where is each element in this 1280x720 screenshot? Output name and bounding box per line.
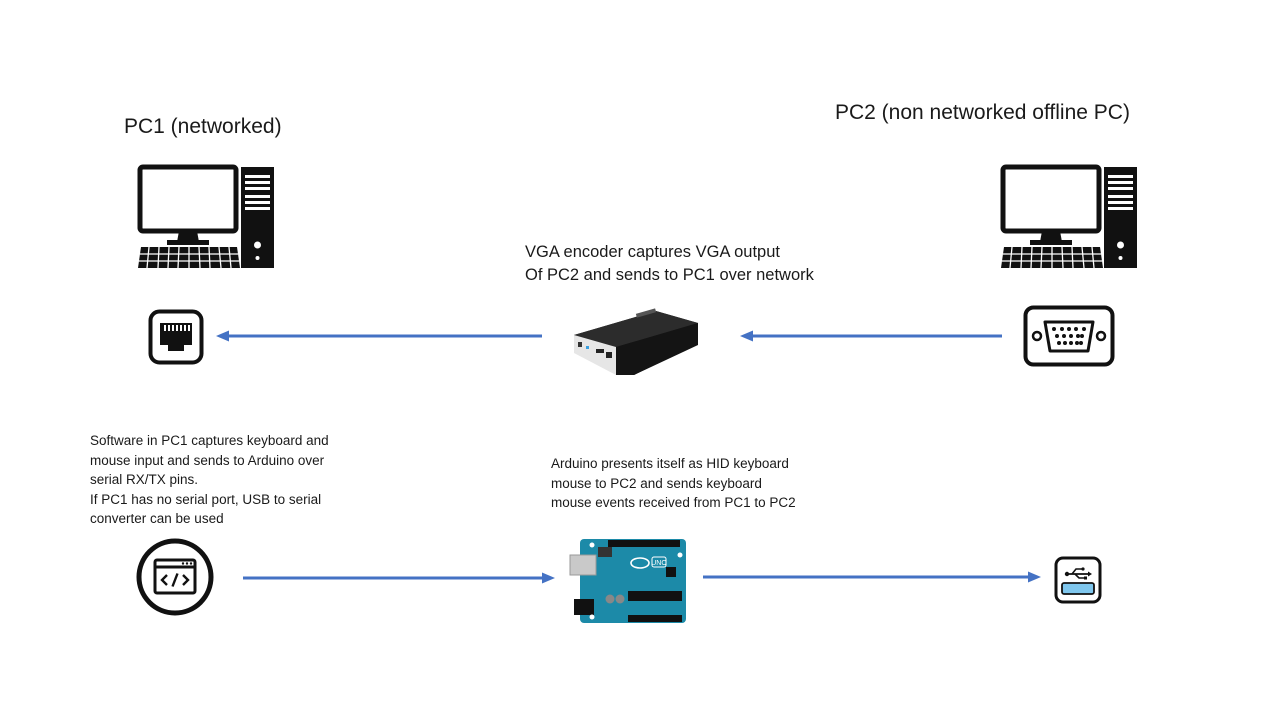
pc1-software-caption-line: converter can be used [90, 511, 224, 526]
pc1-software-caption: Software in PC1 captures keyboard and mo… [90, 431, 329, 529]
ethernet-port-icon [148, 309, 204, 365]
arduino-caption-line: Arduino presents itself as HID keyboard [551, 456, 789, 471]
arduino-caption: Arduino presents itself as HID keyboard … [551, 454, 796, 513]
code-window-icon [136, 538, 214, 616]
pc1-title: PC1 (networked) [124, 115, 282, 138]
arduino-caption-line: mouse to PC2 and sends keyboard [551, 475, 762, 491]
pc1-software-caption-line: If PC1 has no serial port, USB to serial [90, 491, 322, 507]
usb-keyboard-icon [1054, 556, 1102, 604]
pc1-software-caption-line: Software in PC1 captures keyboard and [90, 433, 329, 448]
vga-encoder-caption: VGA encoder captures VGA output Of PC2 a… [525, 241, 814, 287]
arrow-pc2-to-encoder [740, 330, 1002, 342]
arduino-uno-board-icon: UNO [569, 539, 686, 623]
pc1-software-caption-line: mouse input and sends to Arduino over [90, 452, 325, 468]
pc2-title: PC2 (non networked offline PC) [835, 101, 1130, 124]
arrow-arduino-to-pc2 [703, 571, 1041, 583]
arrow-encoder-to-pc1 [216, 330, 542, 342]
pc1-software-caption-line: serial RX/TX pins. [90, 472, 199, 487]
vga-encoder-device-icon [574, 308, 698, 375]
vga-encoder-caption-line: Of PC2 and sends to PC1 over network [525, 266, 814, 284]
vga-port-icon [1023, 305, 1115, 367]
arrow-pc1-to-arduino [243, 572, 555, 584]
vga-encoder-caption-line: VGA encoder captures VGA output [525, 243, 780, 261]
pc2-desktop-computer-icon [1000, 164, 1137, 269]
arduino-board-label: UNO [651, 560, 667, 567]
pc1-desktop-computer-icon [137, 164, 274, 269]
arduino-caption-line: mouse events received from PC1 to PC2 [551, 495, 796, 510]
